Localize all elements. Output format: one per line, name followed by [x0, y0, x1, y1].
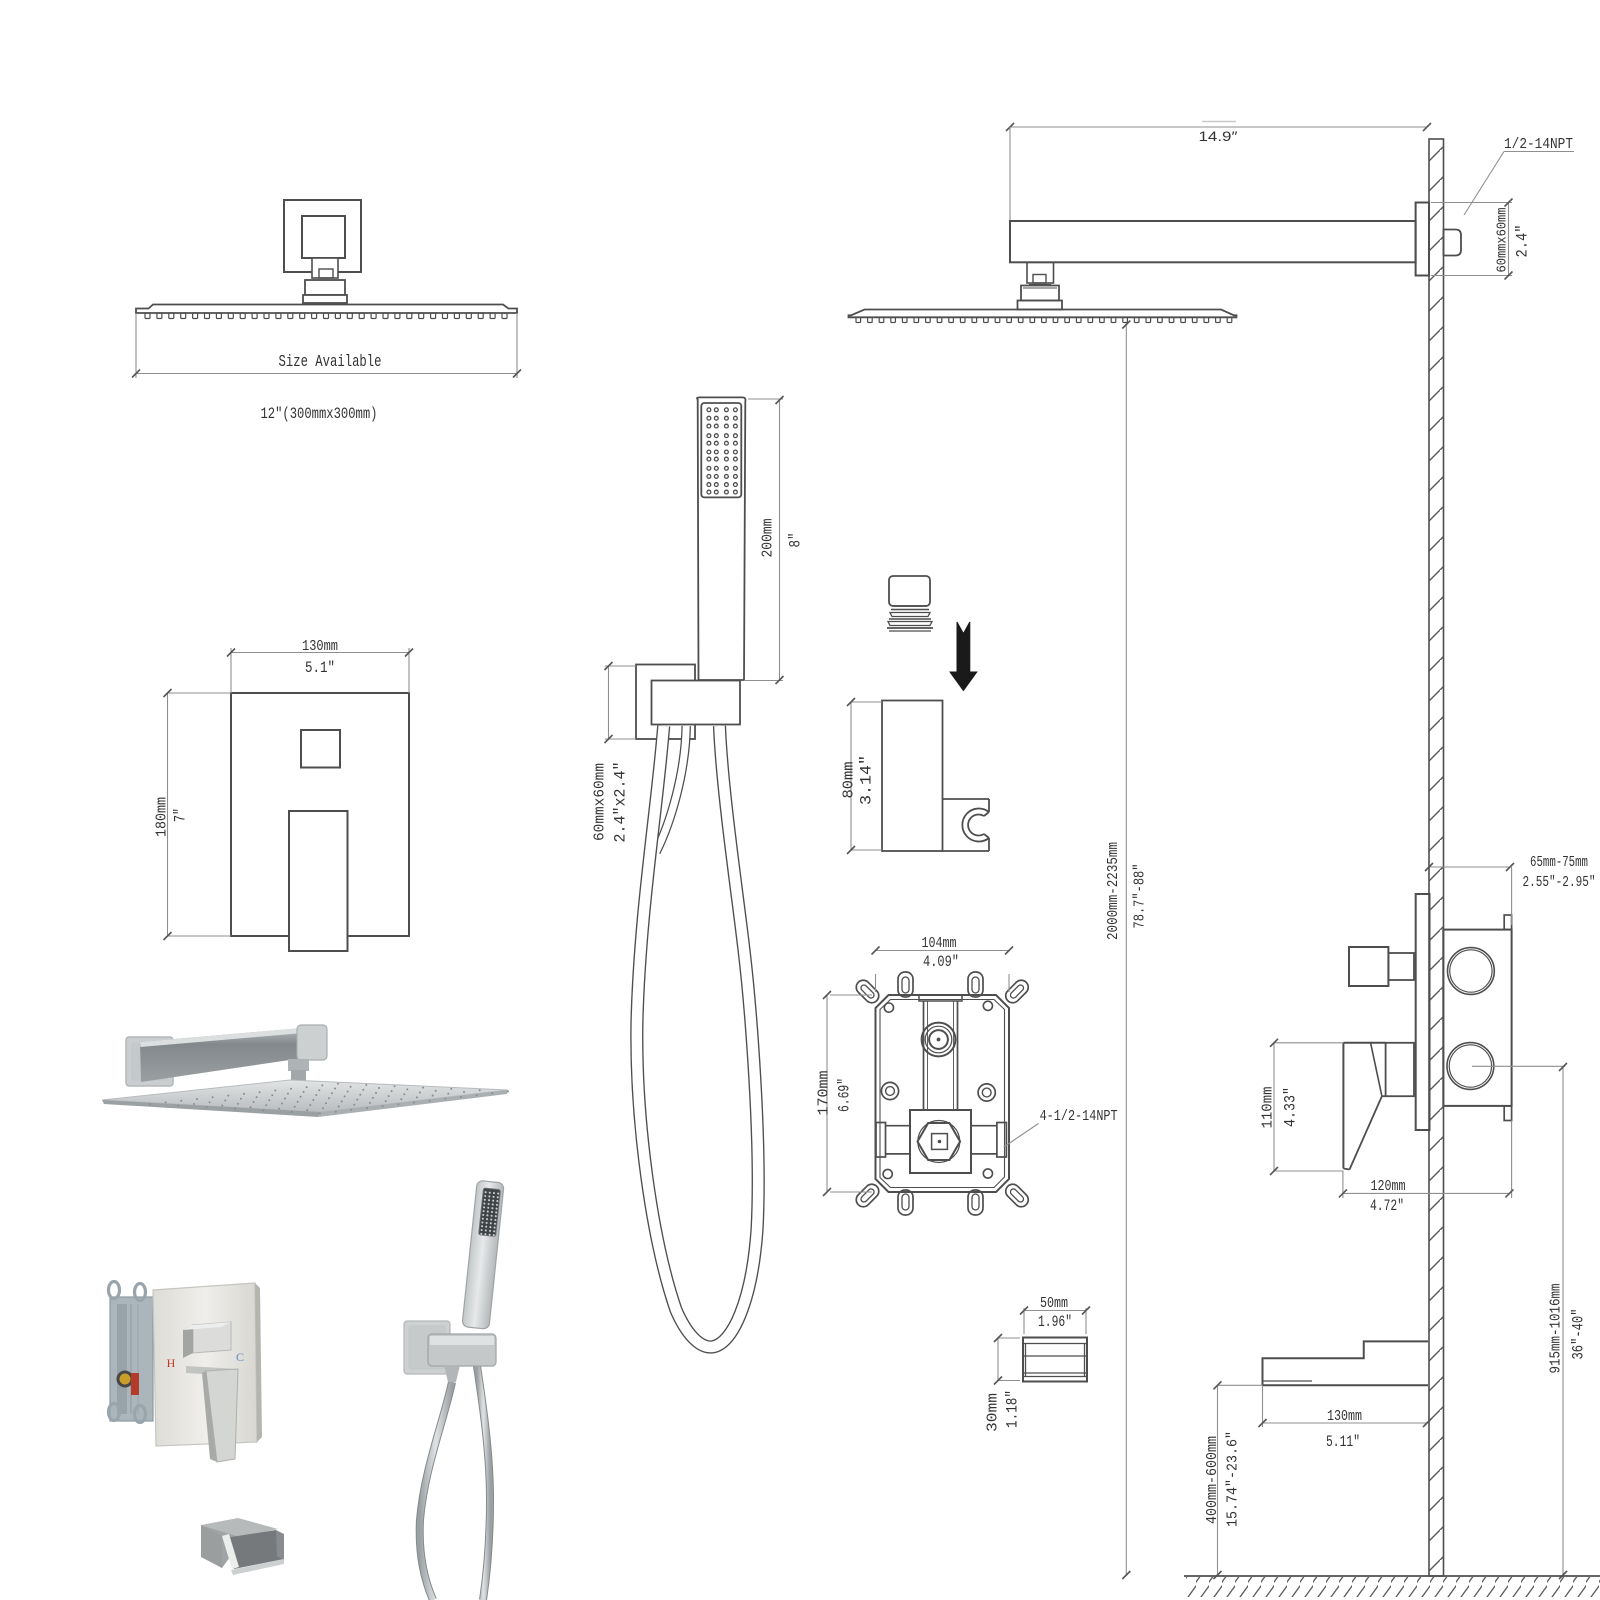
svg-text:110mm: 110mm: [1260, 1087, 1277, 1129]
svg-text:5.1″: 5.1″: [305, 659, 335, 677]
svg-text:60mmx60mm: 60mmx60mm: [1495, 208, 1511, 273]
svg-text:8″: 8″: [787, 533, 805, 548]
svg-text:1.96″: 1.96″: [1038, 1313, 1072, 1331]
svg-text:36″-40″: 36″-40″: [1570, 1309, 1588, 1360]
svg-text:7″: 7″: [172, 808, 190, 822]
svg-text:15.74″-23.6″: 15.74″-23.6″: [1225, 1431, 1242, 1527]
svg-text:Size Available: Size Available: [279, 352, 382, 371]
svg-text:104mm: 104mm: [922, 935, 957, 952]
svg-text:60mmx60mm: 60mmx60mm: [592, 763, 609, 841]
svg-text:30mm: 30mm: [985, 1393, 1002, 1432]
svg-text:4.72″: 4.72″: [1370, 1197, 1404, 1215]
svg-text:180mm: 180mm: [154, 797, 171, 837]
svg-text:3.14″: 3.14″: [858, 755, 876, 805]
svg-text:H: H: [167, 1356, 176, 1370]
svg-text:1/2-14NPT: 1/2-14NPT: [1504, 136, 1573, 153]
svg-text:130mm: 130mm: [302, 638, 338, 655]
svg-text:2.55″-2.95″: 2.55″-2.95″: [1523, 874, 1596, 891]
svg-text:915mm-1016mm: 915mm-1016mm: [1548, 1284, 1565, 1374]
svg-text:50mm: 50mm: [1040, 1295, 1068, 1312]
svg-text:14.9″: 14.9″: [1199, 128, 1238, 144]
svg-text:12″(300mmx300mm): 12″(300mmx300mm): [261, 405, 378, 423]
svg-text:2.4″: 2.4″: [1514, 225, 1532, 258]
svg-text:80mm: 80mm: [841, 762, 858, 799]
svg-text:400mm-600mm: 400mm-600mm: [1204, 1436, 1221, 1524]
svg-text:C: C: [236, 1350, 244, 1364]
svg-text:2000mm-2235mm: 2000mm-2235mm: [1105, 842, 1122, 940]
svg-text:4.33″: 4.33″: [1282, 1087, 1300, 1127]
svg-text:1.18″: 1.18″: [1004, 1390, 1022, 1428]
svg-text:120mm: 120mm: [1371, 1178, 1406, 1195]
svg-text:5.11″: 5.11″: [1326, 1433, 1360, 1451]
svg-text:78.7″-88″: 78.7″-88″: [1132, 864, 1149, 929]
svg-text:170mm: 170mm: [816, 1071, 833, 1116]
svg-text:4-1/2-14NPT: 4-1/2-14NPT: [1040, 1108, 1118, 1125]
svg-text:6.69″: 6.69″: [836, 1078, 854, 1112]
svg-text:2.4″x2.4″: 2.4″x2.4″: [612, 762, 630, 843]
svg-text:4.09″: 4.09″: [923, 953, 959, 971]
svg-text:65mm-75mm: 65mm-75mm: [1530, 854, 1588, 871]
svg-text:200mm: 200mm: [760, 519, 777, 558]
svg-text:130mm: 130mm: [1327, 1408, 1362, 1425]
